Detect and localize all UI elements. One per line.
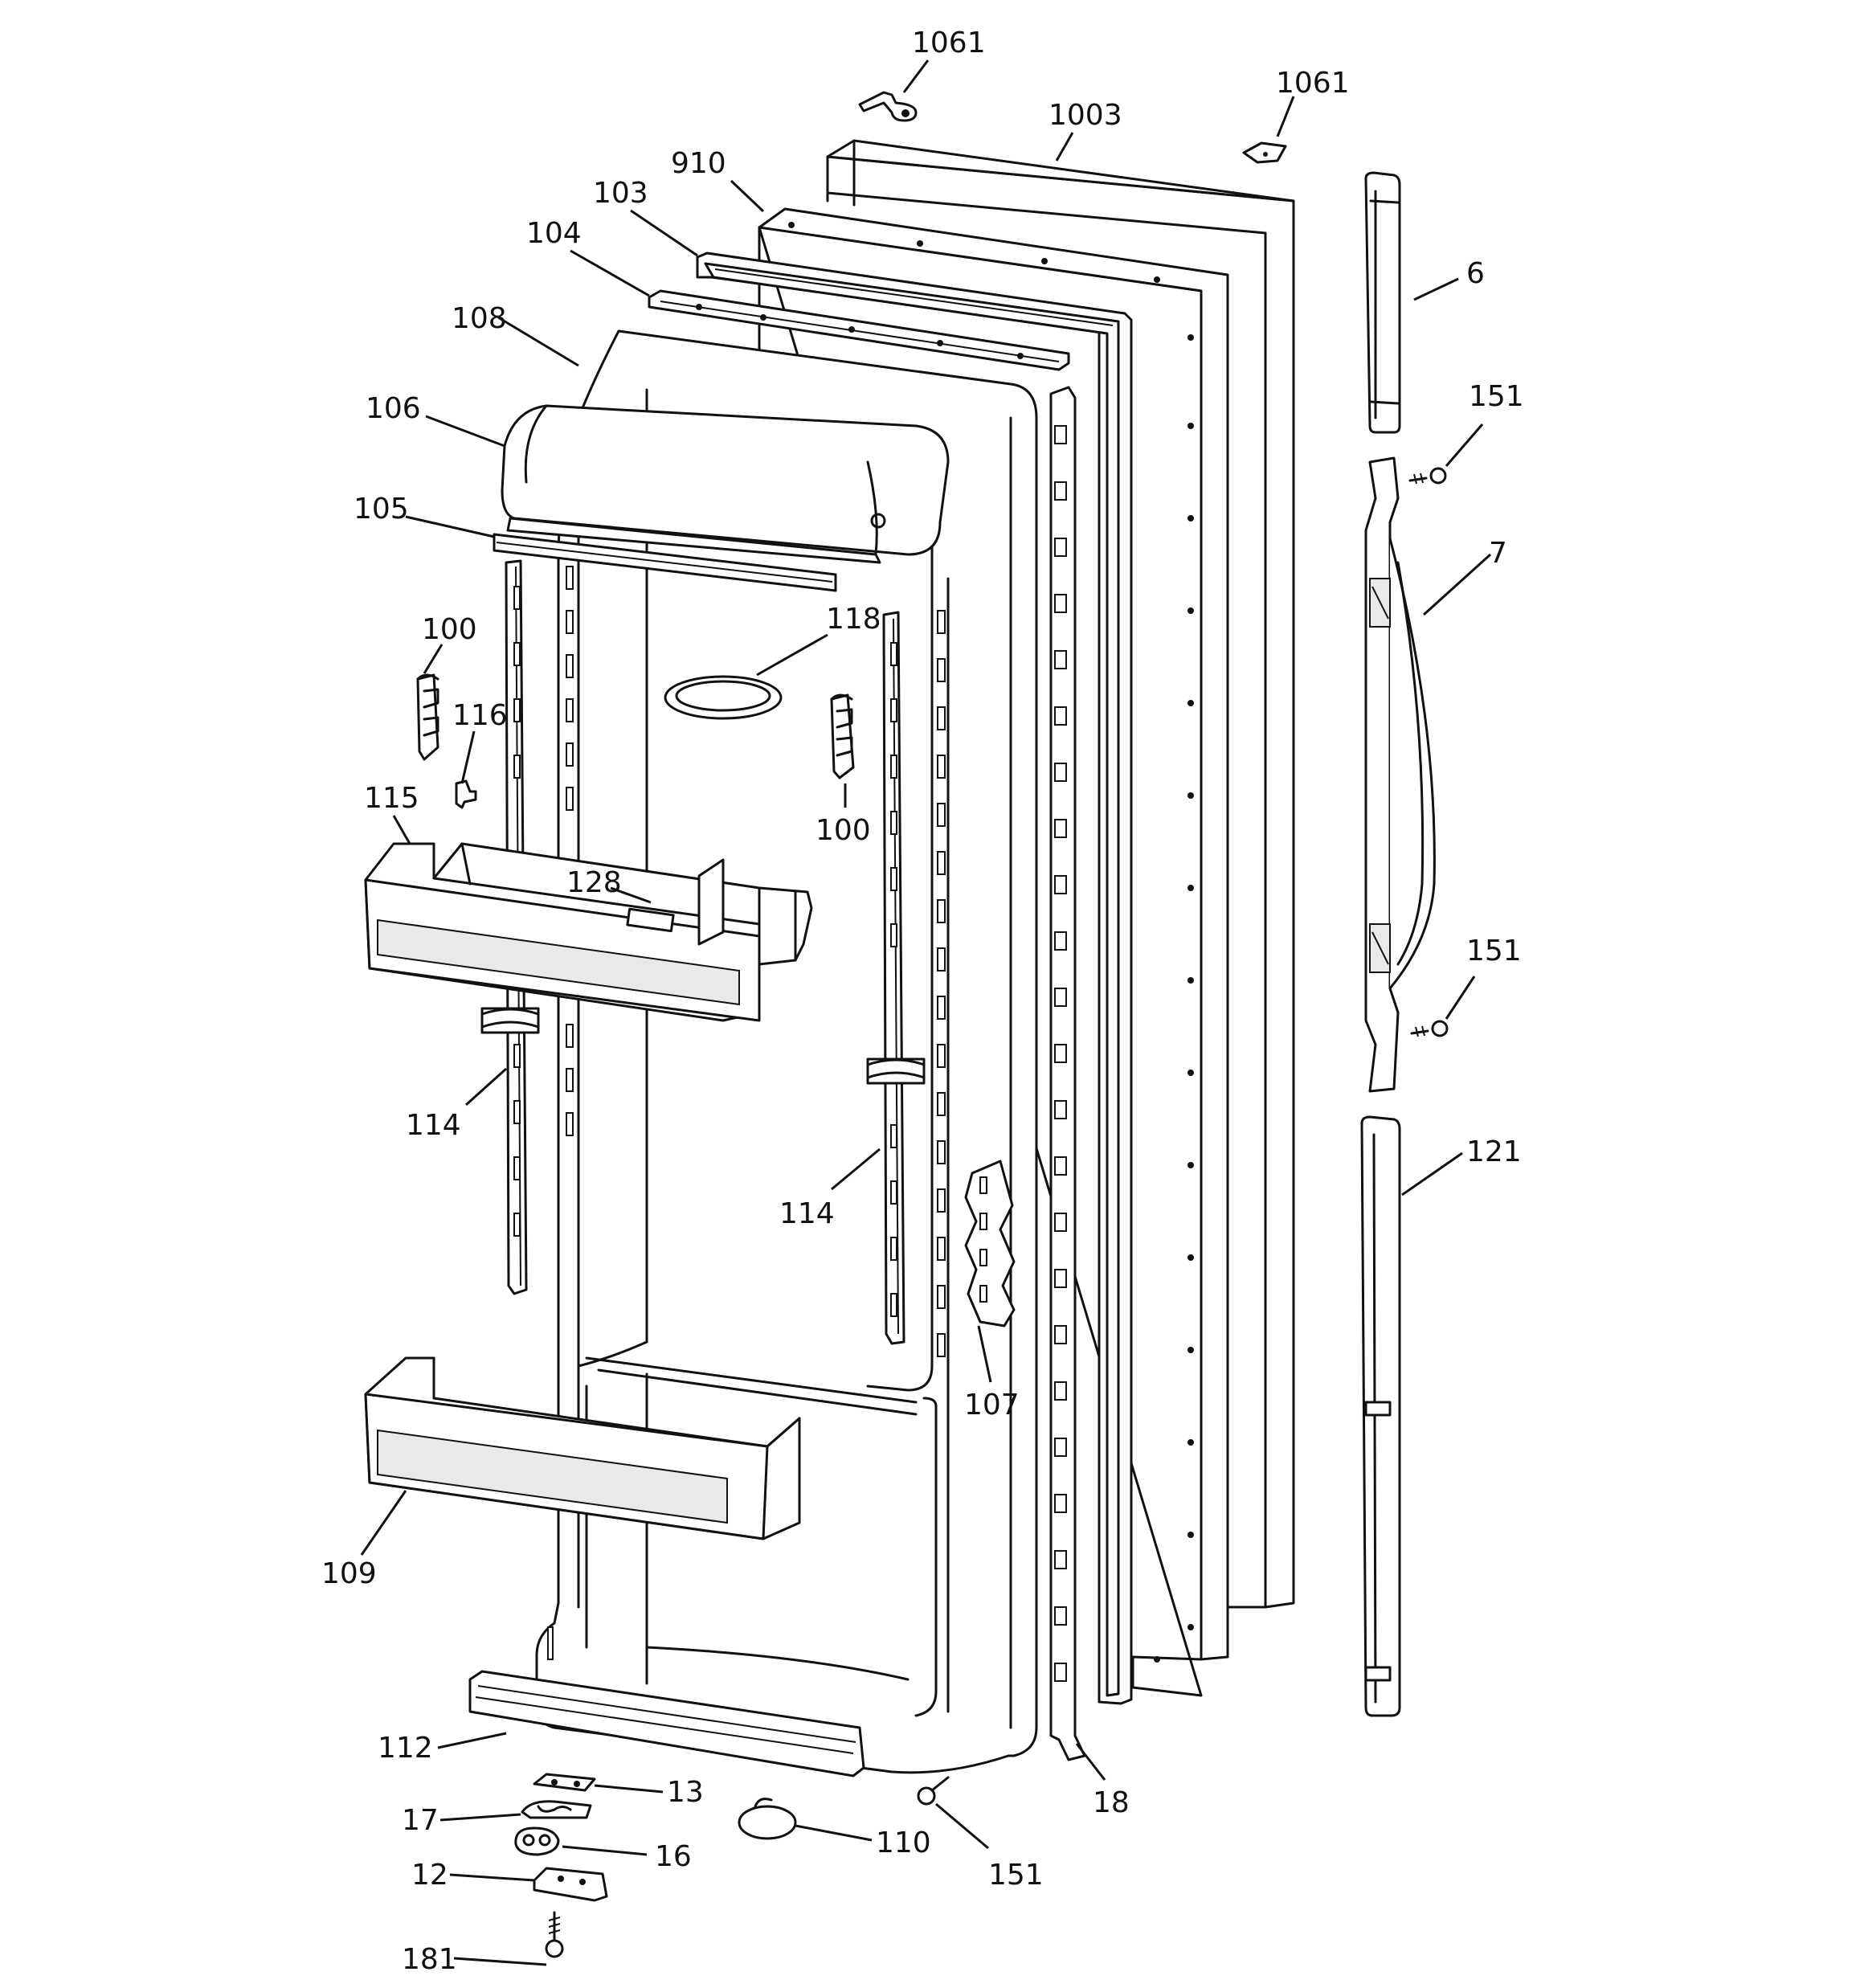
label-18: 18 [1093, 1786, 1130, 1819]
label-118: 118 [826, 603, 881, 636]
part-109-lower-bin [364, 1356, 801, 1540]
label-128: 128 [566, 866, 622, 899]
label-106: 106 [366, 392, 421, 425]
part-1061-bracket-left [858, 91, 918, 122]
part-1003-outer-door [826, 139, 1295, 1609]
part-100-clip-right [830, 693, 855, 779]
part-151-screw-bottom [917, 1776, 950, 1806]
part-116-small-clip [455, 779, 477, 809]
part-16-hinge-bushing [514, 1826, 560, 1856]
label-151-bottom: 151 [988, 1859, 1044, 1892]
strip-18-holes [1054, 425, 1067, 1682]
part-114-right-rail [866, 611, 926, 1345]
label-7: 7 [1489, 537, 1507, 570]
part-181-screw [545, 1911, 564, 1958]
part-6-handle-endcap-top [1364, 171, 1401, 434]
part-110-door-stop [738, 1798, 797, 1840]
shell-slots-right [937, 610, 946, 1357]
label-17: 17 [402, 1804, 439, 1837]
label-115: 115 [364, 782, 419, 815]
part-100-clip-left [416, 673, 439, 761]
part-107-side-cover [964, 1160, 1016, 1327]
part-151-screw-upper [1408, 467, 1447, 485]
part-104-top-bracket [648, 289, 1070, 371]
liner-screw-holes [788, 222, 1194, 1663]
part-13-hinge-plate [533, 1773, 596, 1792]
shell-slots-left [566, 566, 574, 1136]
label-100-right: 100 [816, 814, 871, 847]
label-6: 6 [1466, 257, 1485, 290]
label-109: 109 [321, 1557, 377, 1590]
label-121: 121 [1466, 1135, 1522, 1168]
label-151-upper: 151 [1469, 380, 1524, 413]
leader-lines [360, 59, 1492, 1966]
part-112-bottom-trim [468, 1670, 865, 1777]
label-116: 116 [452, 699, 508, 732]
label-110: 110 [876, 1826, 931, 1859]
label-12: 12 [411, 1859, 448, 1892]
label-104: 104 [526, 217, 582, 250]
callout-labels: 1061 1061 1003 910 103 104 108 106 105 1… [321, 27, 1524, 1976]
label-114-left: 114 [406, 1109, 461, 1142]
label-108: 108 [452, 302, 507, 335]
part-118-oval-cover [664, 675, 783, 720]
part-106-top-cover [501, 404, 950, 564]
part-1061-bracket-right [1242, 141, 1287, 164]
label-13: 13 [667, 1776, 704, 1809]
part-105-trim-bar [493, 533, 837, 592]
label-112: 112 [378, 1732, 433, 1765]
label-1061-left: 1061 [912, 27, 986, 59]
part-151-screw-middle [1410, 1020, 1449, 1037]
part-7-handle [1364, 456, 1436, 1093]
label-1003: 1003 [1048, 99, 1122, 132]
part-128-bin-divider [626, 858, 725, 946]
part-17-hinge-shim [521, 1800, 592, 1819]
label-100-left: 100 [422, 613, 477, 646]
label-910: 910 [671, 147, 726, 180]
label-151-middle: 151 [1466, 935, 1522, 967]
part-103-gasket [696, 252, 1133, 1705]
label-107: 107 [964, 1389, 1020, 1421]
label-1061-right: 1061 [1276, 67, 1350, 100]
label-105: 105 [354, 493, 409, 526]
label-16: 16 [655, 1840, 692, 1873]
label-103: 103 [593, 177, 648, 210]
label-114-right: 114 [779, 1197, 835, 1230]
label-181: 181 [402, 1943, 457, 1976]
part-121-handle-endcap-bottom [1360, 1115, 1401, 1717]
part-12-hinge-bracket [533, 1867, 608, 1902]
